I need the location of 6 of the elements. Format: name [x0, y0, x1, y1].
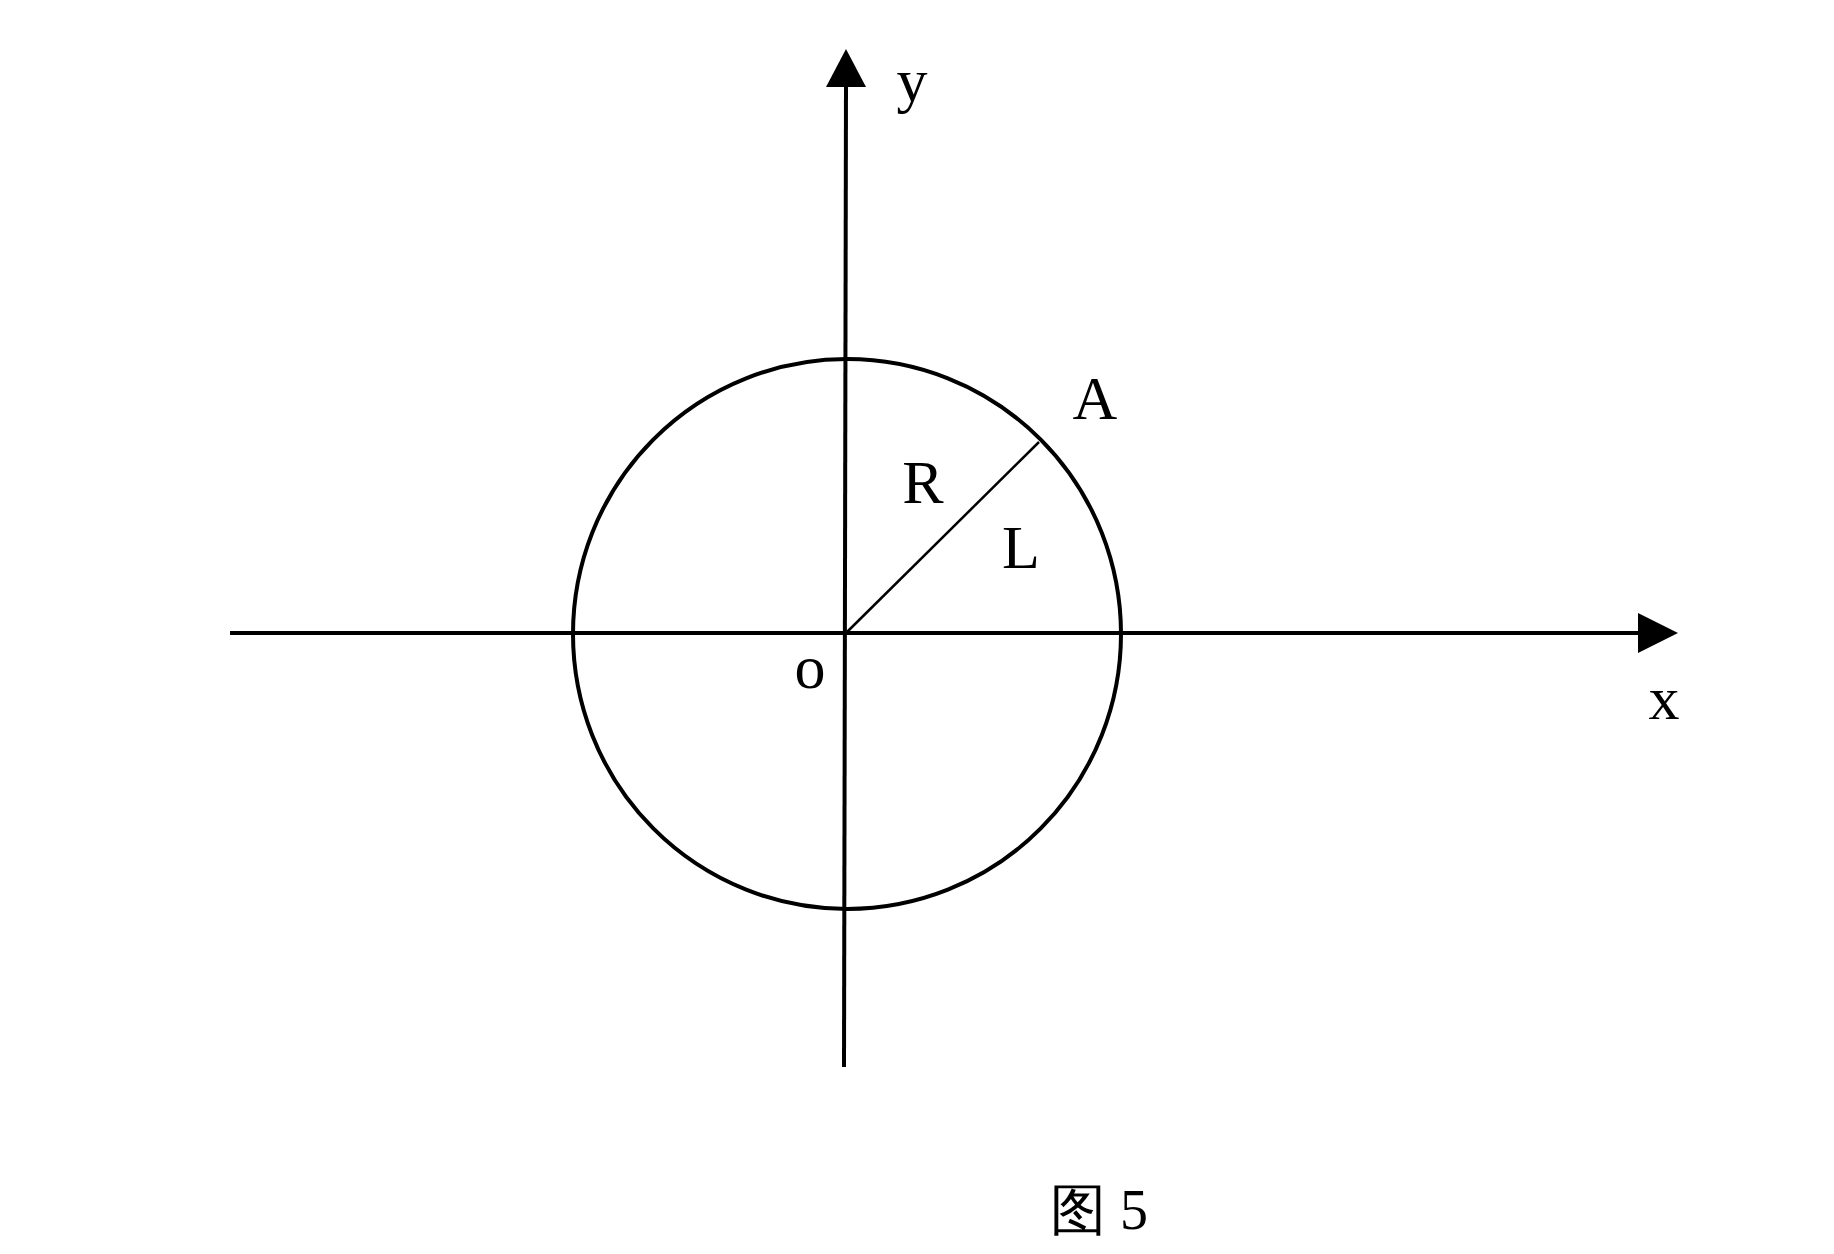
axis-label: R [902, 451, 944, 513]
axis-label: A [1072, 367, 1118, 429]
axis-label: o [794, 636, 826, 698]
figure-caption: 图 5 [1050, 1182, 1148, 1238]
axis-label: L [1002, 516, 1040, 578]
axis-label: x [1648, 667, 1680, 729]
